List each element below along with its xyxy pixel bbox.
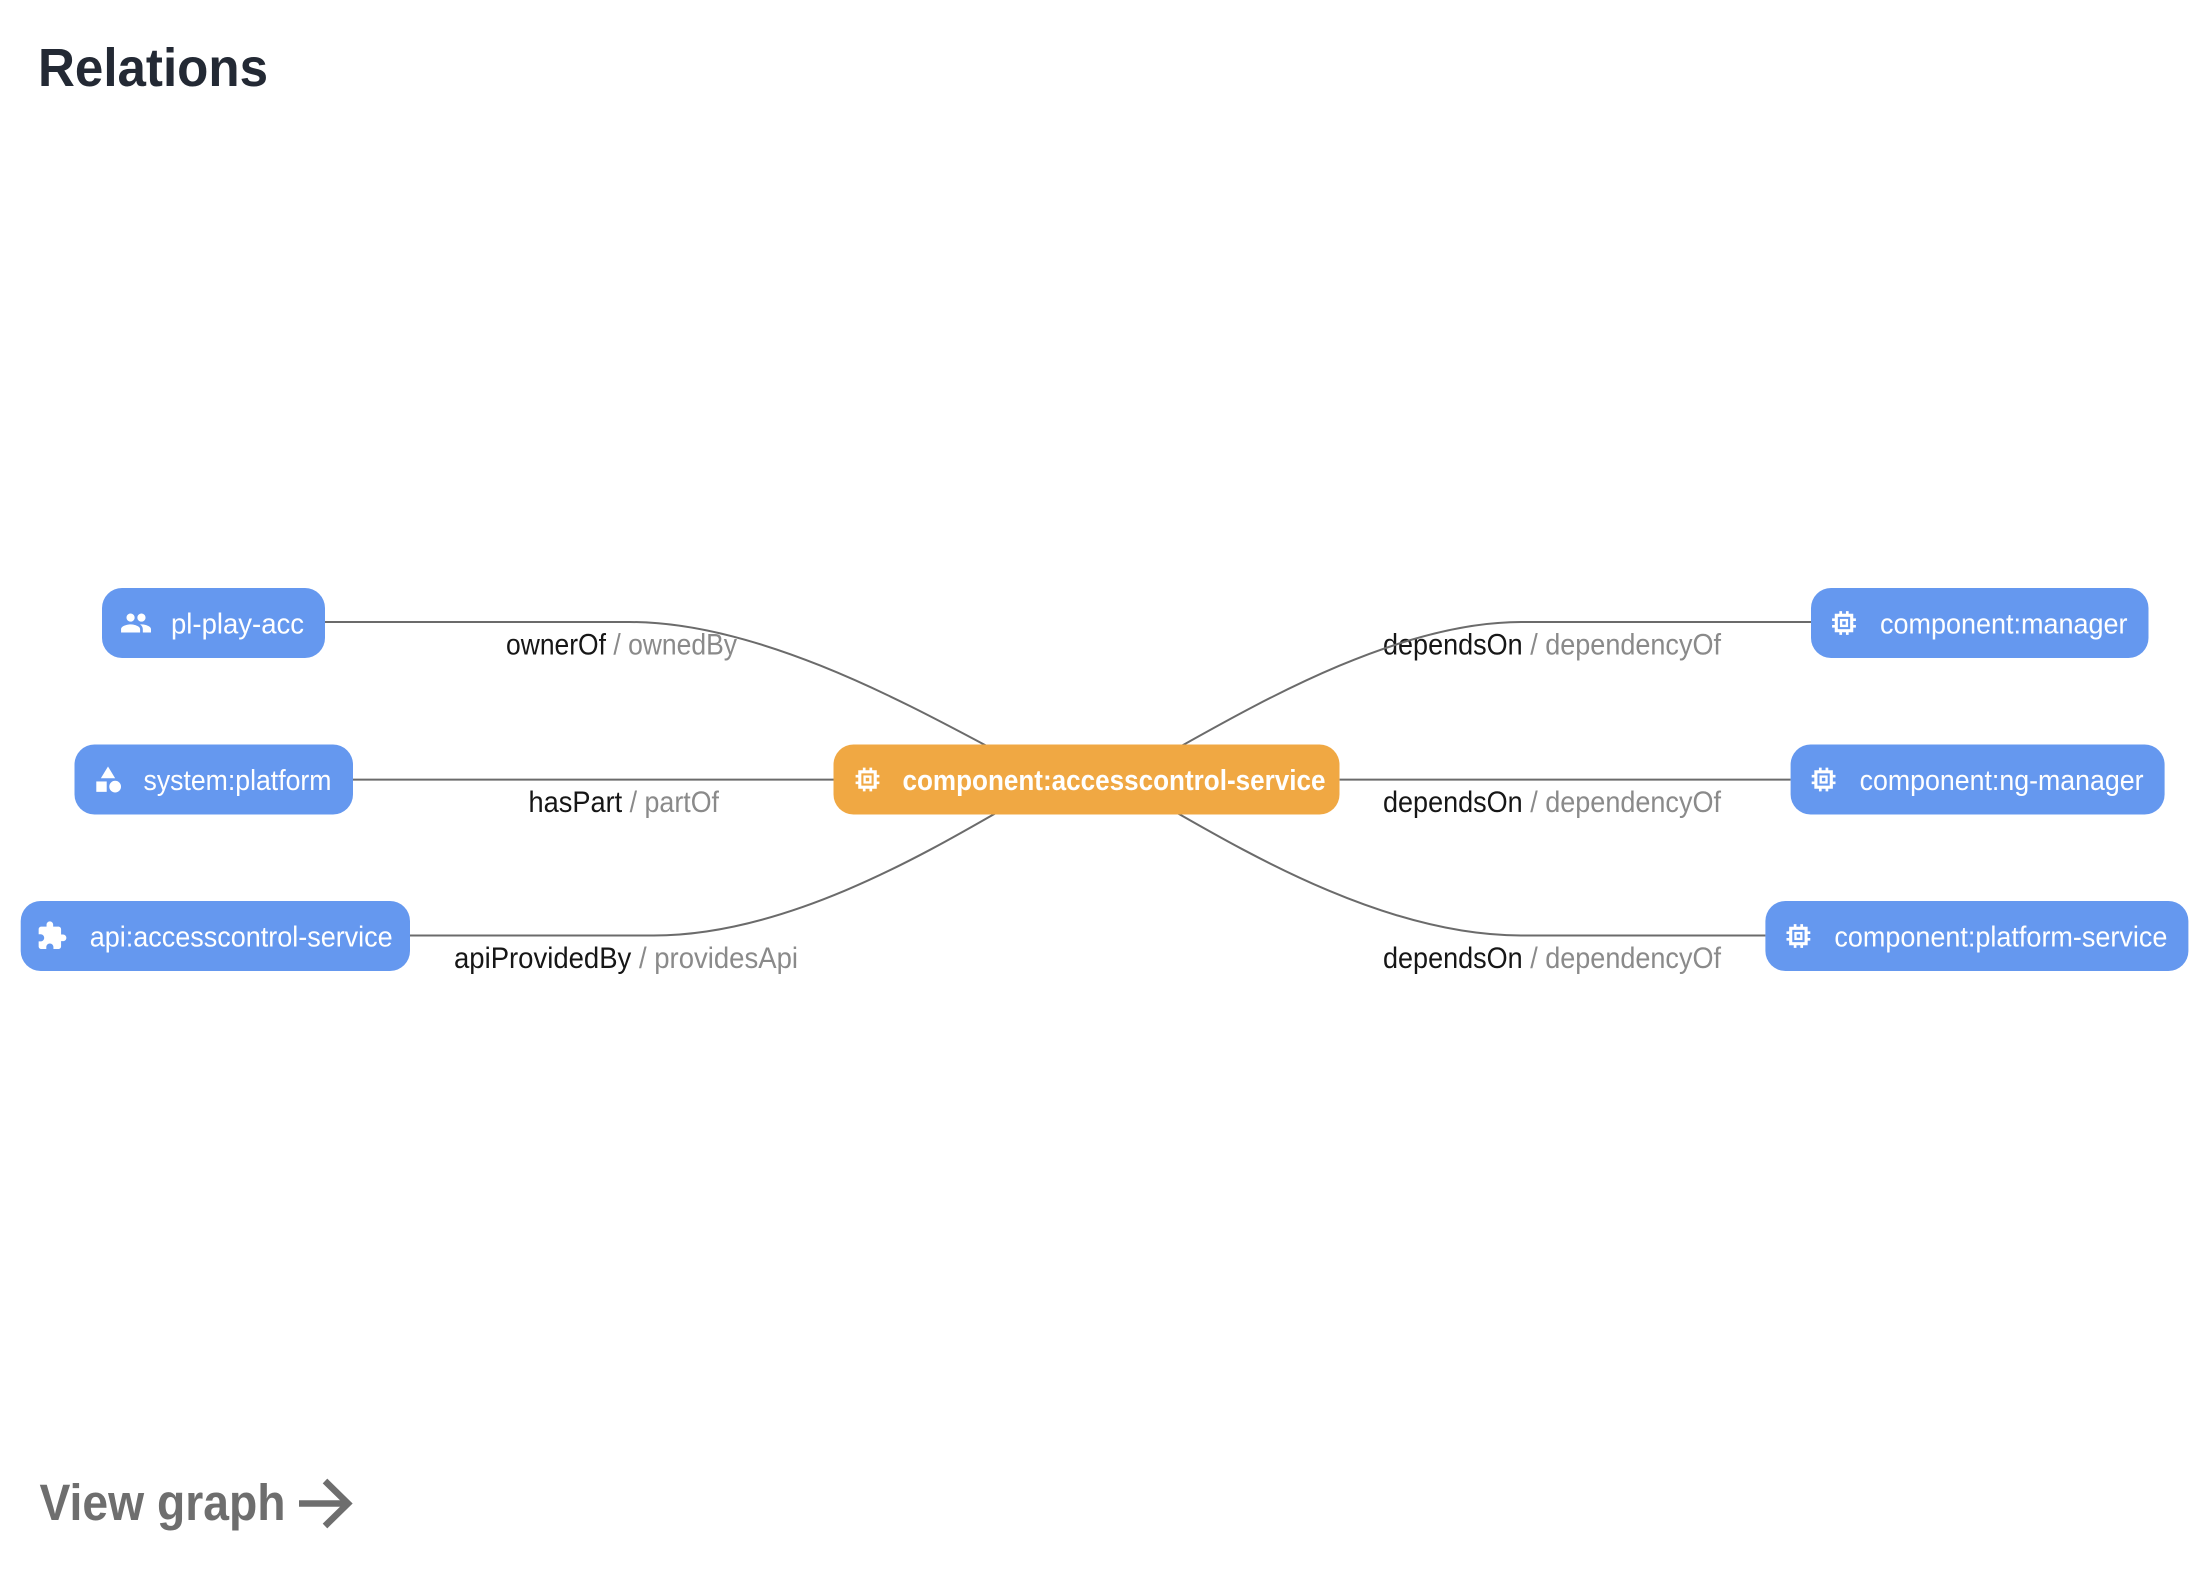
svg-text:ownerOf / ownedBy: ownerOf / ownedBy — [506, 629, 737, 662]
svg-text:component:platform-service: component:platform-service — [1834, 922, 2167, 954]
svg-text:View graph: View graph — [40, 1474, 286, 1531]
svg-text:dependsOn / dependencyOf: dependsOn / dependencyOf — [1383, 942, 1722, 975]
svg-text:component:ng-manager: component:ng-manager — [1860, 765, 2144, 797]
svg-text:dependsOn / dependencyOf: dependsOn / dependencyOf — [1383, 629, 1722, 662]
svg-text:system:platform: system:platform — [144, 765, 332, 797]
svg-text:component:accesscontrol-servic: component:accesscontrol-service — [903, 765, 1326, 797]
svg-text:apiProvidedBy / providesApi: apiProvidedBy / providesApi — [454, 942, 798, 975]
svg-text:pl-play-acc: pl-play-acc — [171, 609, 304, 641]
svg-text:component:manager: component:manager — [1880, 609, 2128, 641]
svg-text:Relations: Relations — [38, 38, 268, 98]
svg-text:hasPart / partOf: hasPart / partOf — [529, 786, 720, 819]
svg-text:api:accesscontrol-service: api:accesscontrol-service — [90, 922, 393, 954]
svg-text:dependsOn / dependencyOf: dependsOn / dependencyOf — [1383, 786, 1722, 819]
